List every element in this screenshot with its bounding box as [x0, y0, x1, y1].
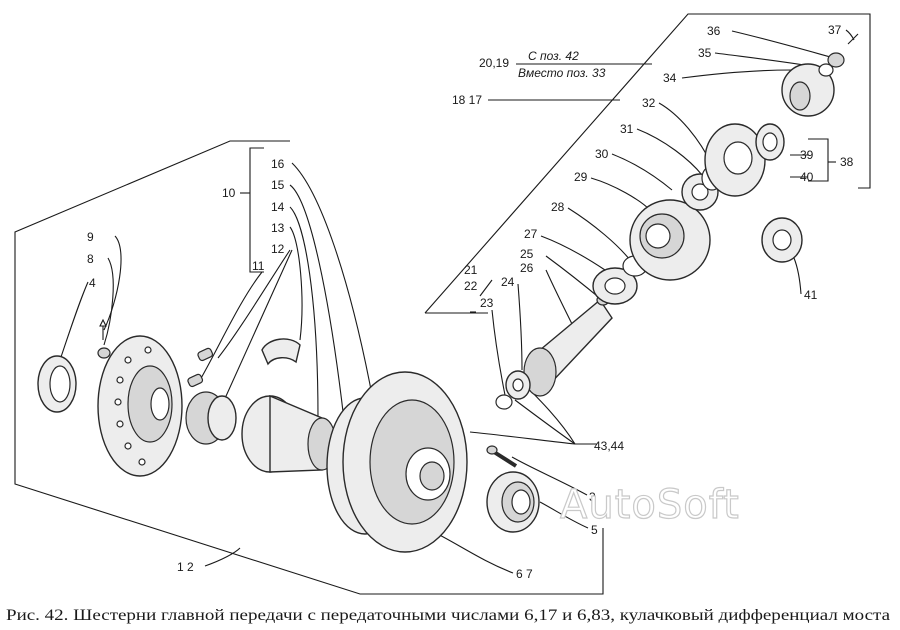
label-8: 8: [87, 252, 94, 266]
label-35: 35: [698, 46, 712, 60]
label-5: 5: [591, 523, 598, 537]
part-differential-case-left: [97, 335, 183, 477]
label-6-7: 6 7: [516, 567, 533, 581]
note-instead-of-position-33: Вместо поз. 33: [518, 66, 606, 80]
label-1-2: 1 2: [177, 560, 194, 574]
part-bearing-cover-32: [704, 123, 766, 197]
part-cam-bushing-11: [185, 391, 237, 445]
label-32: 32: [642, 96, 656, 110]
part-deflector-41: [761, 217, 803, 263]
label-26: 26: [520, 261, 534, 275]
label-10: 10: [222, 186, 236, 200]
watermark: AutoSoft: [560, 482, 740, 528]
label-43-44: 43,44: [594, 439, 624, 453]
part-drive-pinion-24: [523, 298, 613, 397]
label-14: 14: [271, 200, 285, 214]
label-38: 38: [840, 155, 854, 169]
figure-caption: Рис. 42. Шестерни главной передачи с пер…: [6, 607, 890, 624]
part-pin-9: [99, 318, 107, 340]
label-4: 4: [89, 276, 96, 290]
label-29: 29: [574, 170, 588, 184]
part-oil-seal-39-40: [755, 123, 785, 161]
part-flange-34: [781, 63, 835, 117]
label-40: 40: [800, 170, 814, 184]
part-nut-36: [827, 52, 845, 68]
label-13: 13: [271, 221, 285, 235]
label-30: 30: [595, 147, 609, 161]
label-9: 9: [87, 230, 94, 244]
label-24: 24: [501, 275, 515, 289]
label-28: 28: [551, 200, 565, 214]
label-12: 12: [271, 242, 285, 256]
label-20-19: 20,19: [479, 56, 509, 70]
label-39: 39: [800, 148, 814, 162]
label-37: 37: [828, 23, 842, 37]
part-pinion-housing-29: [629, 199, 711, 281]
part-bolt-3: [486, 445, 518, 468]
part-bearing-23: [505, 370, 531, 400]
group-boundary-lines: [14, 13, 871, 595]
part-cam-pins-12: [187, 347, 214, 388]
part-ring-13: [261, 338, 301, 366]
label-23: 23: [480, 296, 494, 310]
label-3: 3: [589, 490, 596, 504]
part-bearing-5: [486, 471, 540, 533]
note-from-position-42: С поз. 42: [528, 49, 579, 63]
label-27: 27: [524, 227, 538, 241]
part-ring-43: [495, 394, 513, 410]
part-cotter-pin-37: [847, 33, 859, 45]
part-oil-seal-4: [37, 355, 77, 413]
part-bearing-27: [592, 267, 638, 305]
part-washer-35: [818, 63, 834, 77]
part-nut-8: [97, 347, 111, 359]
callout-labels: 16 15 14 13 12 11 10 9 8 4 1 2 6 7 3 5 4…: [87, 23, 854, 581]
label-21: 21: [464, 263, 478, 277]
label-15: 15: [271, 178, 285, 192]
label-34: 34: [663, 71, 677, 85]
label-16: 16: [271, 157, 285, 171]
label-36: 36: [707, 24, 721, 38]
label-31: 31: [620, 122, 634, 136]
label-18-17: 18 17: [452, 93, 482, 107]
label-41: 41: [804, 288, 818, 302]
part-crown-gear-6-7: [326, 371, 468, 553]
label-22: 22: [464, 279, 478, 293]
label-25: 25: [520, 247, 534, 261]
label-11: 11: [252, 259, 265, 273]
part-cam-hub-14: [241, 394, 337, 473]
